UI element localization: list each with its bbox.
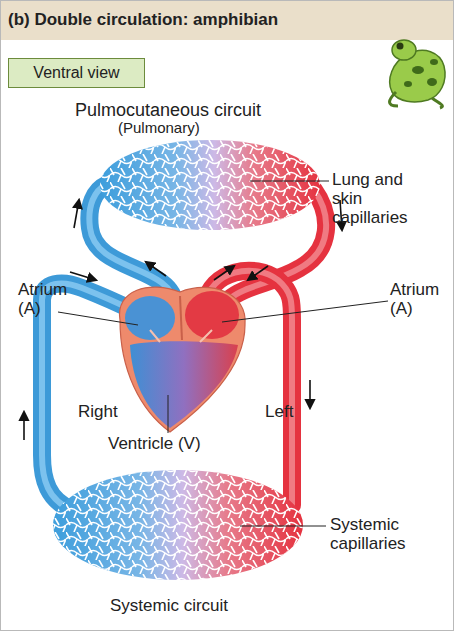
frog-icon (430, 59, 438, 65)
part-label: Pulmocutaneous circuit (75, 100, 261, 120)
vessels (42, 284, 132, 510)
flow-arrow (146, 262, 166, 276)
part-label: Atrium (A) (18, 280, 76, 318)
part-label: Systemic circuit (110, 596, 228, 615)
heart (120, 287, 246, 432)
heart (125, 296, 175, 340)
frog-icon (404, 81, 412, 87)
heart (150, 330, 212, 342)
flow-arrow (70, 272, 96, 280)
leader-line (168, 395, 169, 433)
frog-icon (392, 40, 416, 60)
frog-icon (390, 40, 446, 108)
node-text: Ventral view (33, 64, 119, 82)
systemic-capillary-bed (53, 470, 303, 580)
vessels (42, 284, 132, 510)
flow-arrow (74, 200, 79, 228)
heart (120, 287, 246, 432)
header-band (1, 1, 453, 40)
heart (185, 291, 239, 339)
flow-arrow (309, 380, 311, 408)
figure-title: (b) Double circulation: amphibian (8, 10, 278, 29)
part-label: Ventricle (V) (108, 434, 201, 453)
lung-capillary-bed (100, 140, 320, 230)
leader-line (58, 181, 388, 526)
frog-icon (397, 43, 404, 50)
vessels (42, 185, 326, 510)
lung-capillary-bed (100, 140, 320, 230)
view-tag: Ventral view (8, 58, 145, 88)
part-label: Systemic capillaries (330, 515, 422, 553)
systemic-capillary-bed (53, 470, 303, 580)
leader-line (250, 181, 329, 182)
part-label: Right (78, 402, 118, 421)
part-label: Lung and skin capillaries (332, 170, 416, 227)
flow-arrow (248, 266, 268, 280)
flow-arrow (24, 200, 342, 440)
frog-icon (427, 78, 437, 86)
heart (180, 296, 182, 340)
leader-line (240, 526, 326, 527)
part-label: Left (265, 402, 293, 421)
frog-icon (390, 92, 443, 108)
part-label: (Pulmonary) (118, 120, 200, 137)
flow-arrow (214, 266, 234, 280)
systemic-capillary-bed (53, 470, 303, 580)
part-label: Atrium (A) (390, 280, 448, 318)
leader-line (222, 301, 388, 322)
flow-arrow (23, 412, 25, 440)
heart (130, 341, 238, 428)
lung-capillary-bed (100, 140, 320, 230)
frog-icon (412, 66, 424, 74)
leader-line (58, 312, 138, 325)
